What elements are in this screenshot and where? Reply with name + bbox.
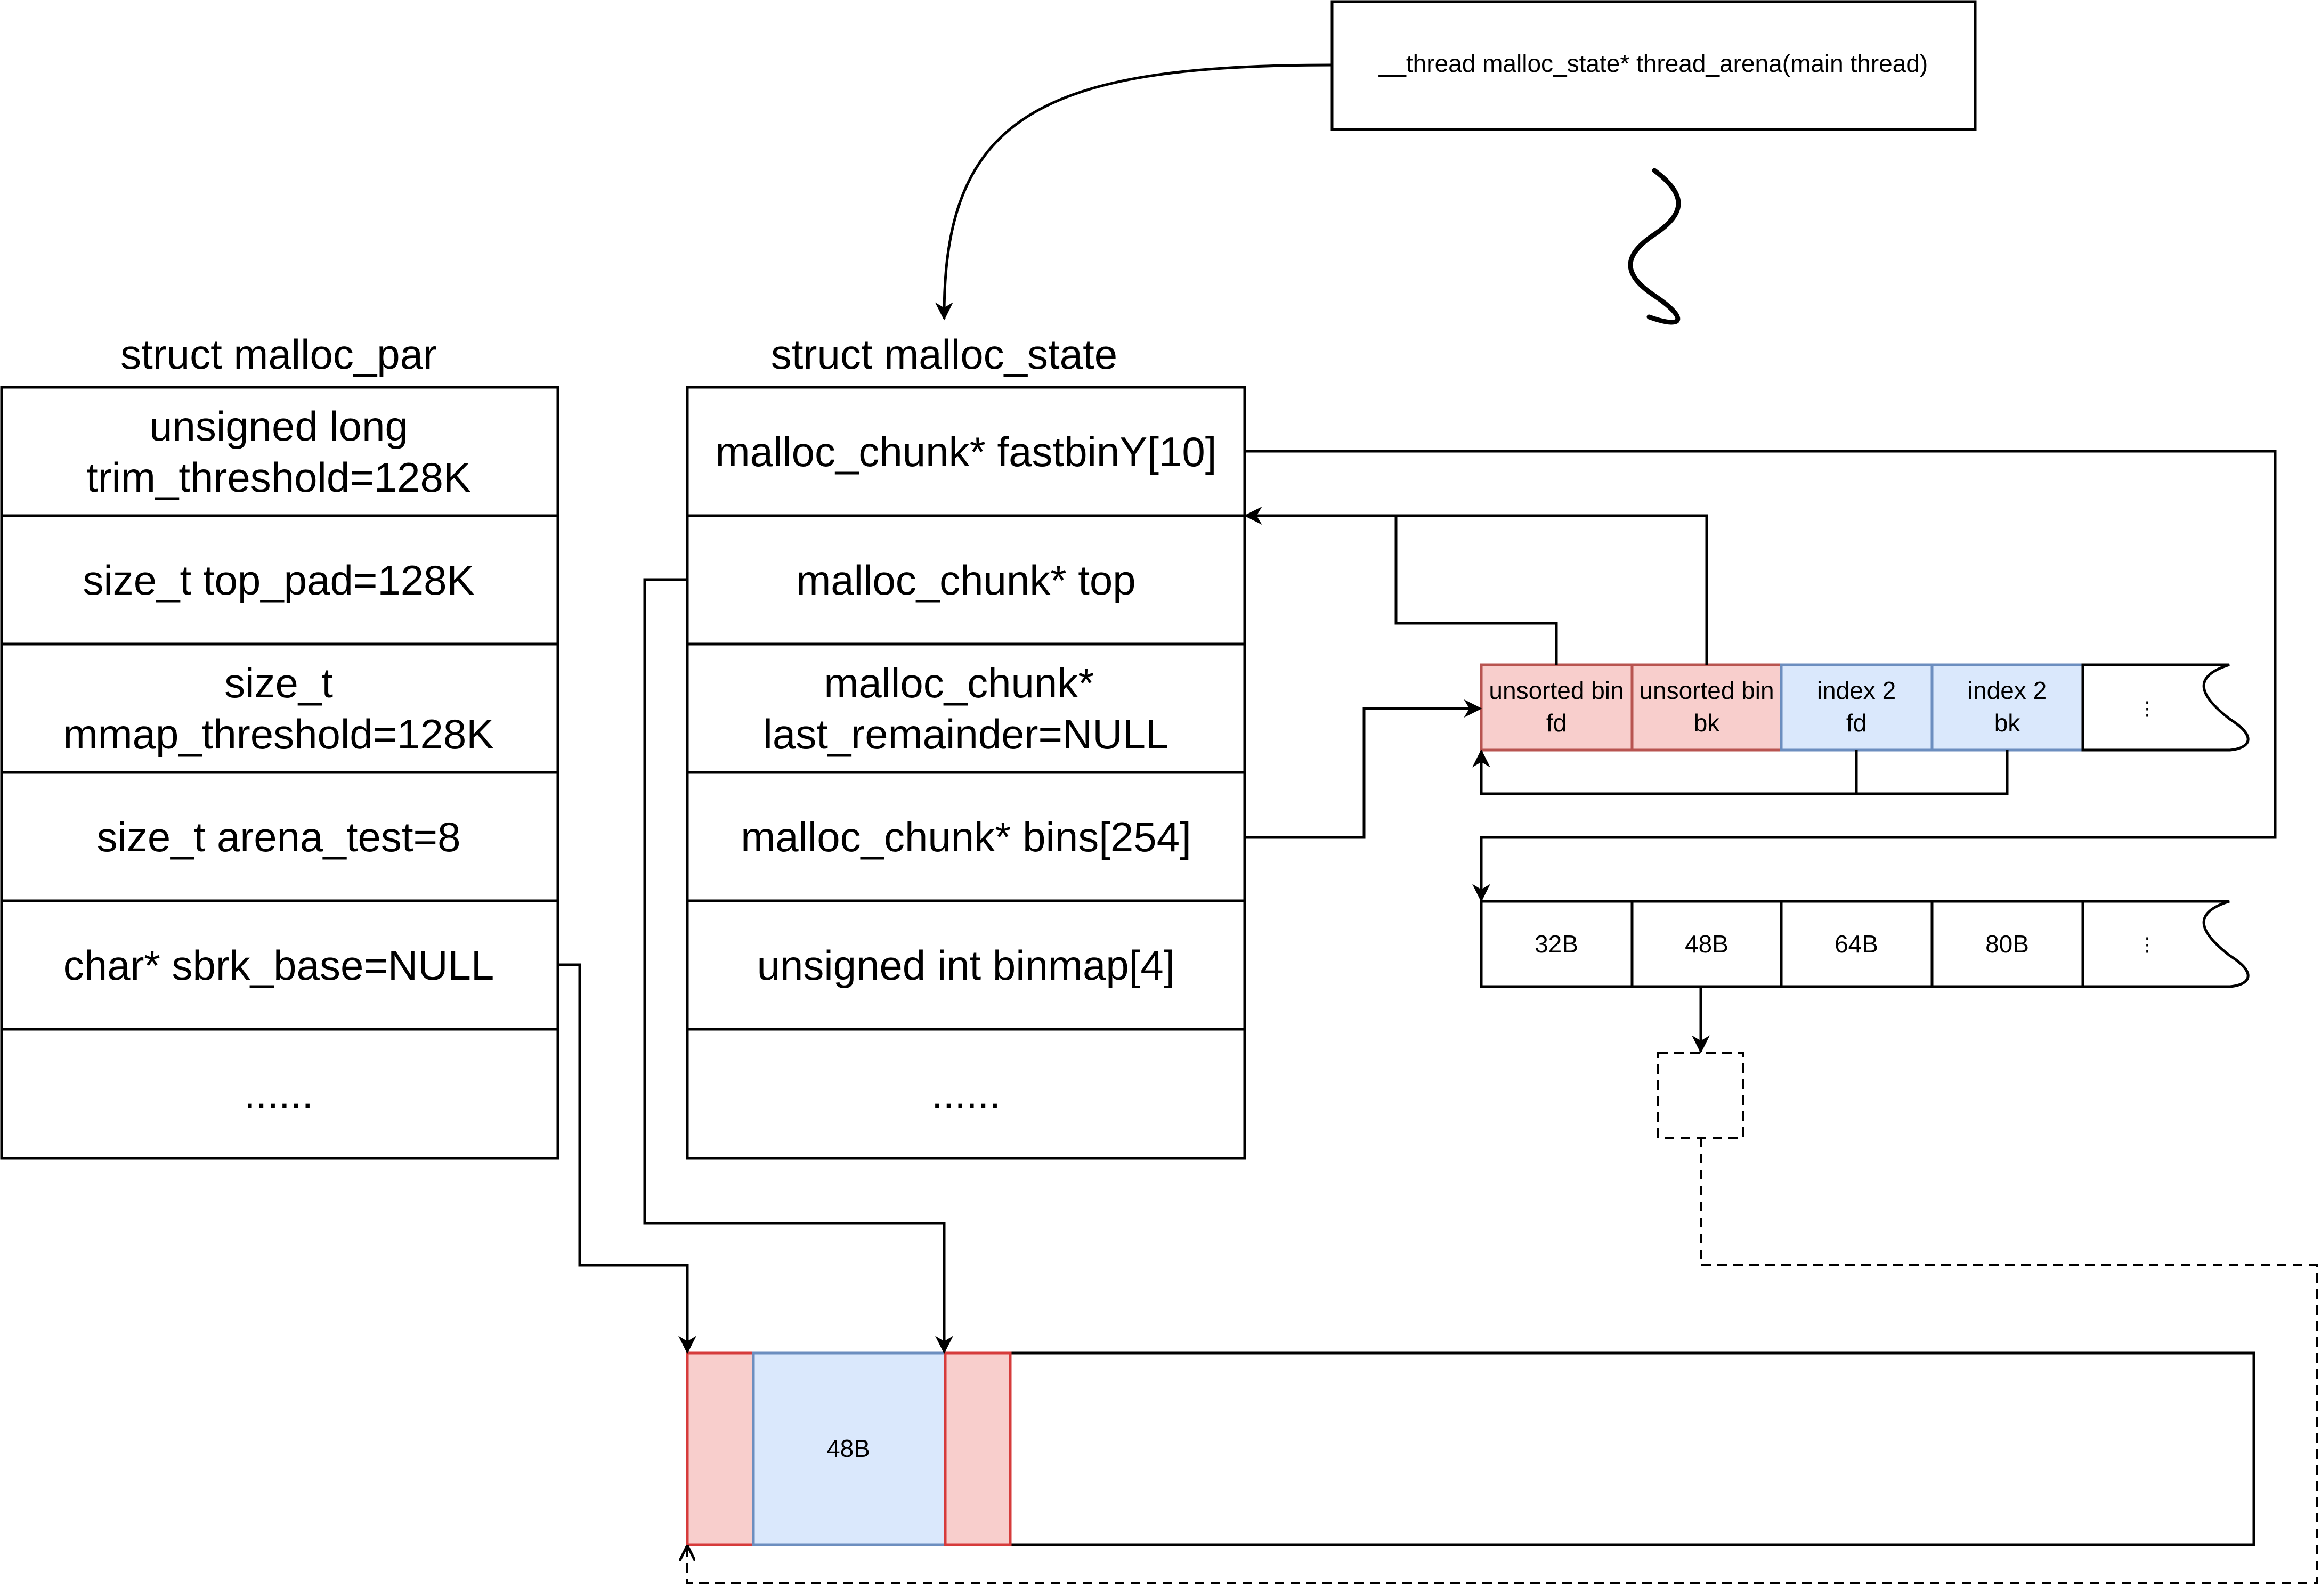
par-field-mmap-threshold-line1: size_t <box>224 659 333 706</box>
bins-cell-unsorted-bk <box>1630 663 1783 752</box>
fastbiny-connector <box>1245 450 2277 902</box>
bins-more-ellipsis: ⋮ <box>2138 697 2157 719</box>
thread-arena-label: __thread malloc_state* thread_arena(main… <box>1378 50 1928 77</box>
bins-cell-3-line1: index 2 <box>1968 677 2047 704</box>
bins-connector <box>1245 699 1482 839</box>
bins-cell-more <box>2081 663 2250 752</box>
heap-region: 48B <box>686 1351 2255 1546</box>
fastbin-cell-32b <box>1480 900 1634 988</box>
malloc-par-title: struct malloc_par <box>120 331 437 378</box>
par-field-trim-threshold-line1: unsigned long <box>149 403 408 450</box>
state-field-last-remainder-line2: last_remainder=NULL <box>764 711 1169 758</box>
heap-chunk-header-right <box>944 1351 1012 1546</box>
state-field-binmap: unsigned int binmap[4] <box>757 942 1175 989</box>
bins-cell-2-line2: fd <box>1846 709 1866 737</box>
heap-chunk-48b <box>752 1351 947 1546</box>
par-field-mmap-threshold-line2: mmap_threshold=128K <box>63 711 494 758</box>
unsorted-fd-connector <box>1394 516 1558 665</box>
squiggle-mark <box>1628 168 1681 325</box>
bins-cell-1-line2: bk <box>1694 709 1721 737</box>
malloc-par-struct: unsigned long trim_threshold=128K size_t… <box>0 386 559 1160</box>
bins-cell-index2-fd <box>1780 663 1934 752</box>
state-field-bins: malloc_chunk* bins[254] <box>741 813 1191 860</box>
malloc-state-struct: malloc_chunk* fastbinY[10] malloc_chunk*… <box>686 386 1246 1160</box>
par-field-top-pad: size_t top_pad=128K <box>83 557 474 604</box>
bins-array: unsorted bin fd unsorted bin bk index 2 … <box>1480 663 2250 752</box>
bins-cell-0-line2: fd <box>1546 709 1567 737</box>
fastbin-cell-80b <box>1930 900 2084 988</box>
state-field-fastbiny: malloc_chunk* fastbinY[10] <box>716 428 1217 475</box>
free-chunk-48b-placeholder <box>1657 1052 1744 1139</box>
fastbin-cell-64b <box>1780 900 1934 988</box>
par-field-ellipsis: ...... <box>244 1070 313 1117</box>
fastbin-more-ellipsis: ⋮ <box>2138 933 2157 955</box>
fastbin-label-0: 32B <box>1535 930 1578 958</box>
fastbin-cell-more <box>2081 900 2250 988</box>
sbrk-base-connector <box>558 963 696 1354</box>
fastbin-array: 32B 48B 64B 80B ⋮ <box>1480 900 2250 988</box>
par-field-sbrk-base: char* sbrk_base=NULL <box>63 942 494 989</box>
free-chunk-heap-connector <box>687 1138 2318 1584</box>
fastbin-cell-48b <box>1630 900 1783 988</box>
top-connector <box>643 578 953 1354</box>
bins-cell-2-line1: index 2 <box>1817 677 1896 704</box>
bins-cell-0-line1: unsorted bin <box>1489 677 1624 704</box>
thread-arena-arrow <box>935 63 1333 321</box>
malloc-state-title: struct malloc_state <box>771 331 1117 378</box>
bins-cell-1-line1: unsorted bin <box>1639 677 1774 704</box>
par-field-arena-test: size_t arena_test=8 <box>97 813 461 860</box>
fastbin-label-3: 80B <box>1985 930 2029 958</box>
state-field-last-remainder-line1: malloc_chunk* <box>824 659 1094 706</box>
par-field-trim-threshold-line2: trim_threshold=128K <box>86 454 471 501</box>
thread-arena-box: __thread malloc_state* thread_arena(main… <box>1330 0 1977 131</box>
unsorted-bk-connector <box>1244 507 1708 665</box>
index2-bk-loop <box>1472 749 2009 795</box>
state-field-top: malloc_chunk* top <box>796 557 1135 604</box>
bins-cell-index2-bk <box>1930 663 2084 752</box>
bins-cell-3-line2: bk <box>1994 709 2021 737</box>
state-field-ellipsis: ...... <box>931 1070 1001 1117</box>
heap-chunk-header-left <box>686 1351 755 1546</box>
heap-chunk-label: 48B <box>826 1435 870 1462</box>
fastbin-label-2: 64B <box>1835 930 1878 958</box>
fastbin-label-1: 48B <box>1685 930 1728 958</box>
